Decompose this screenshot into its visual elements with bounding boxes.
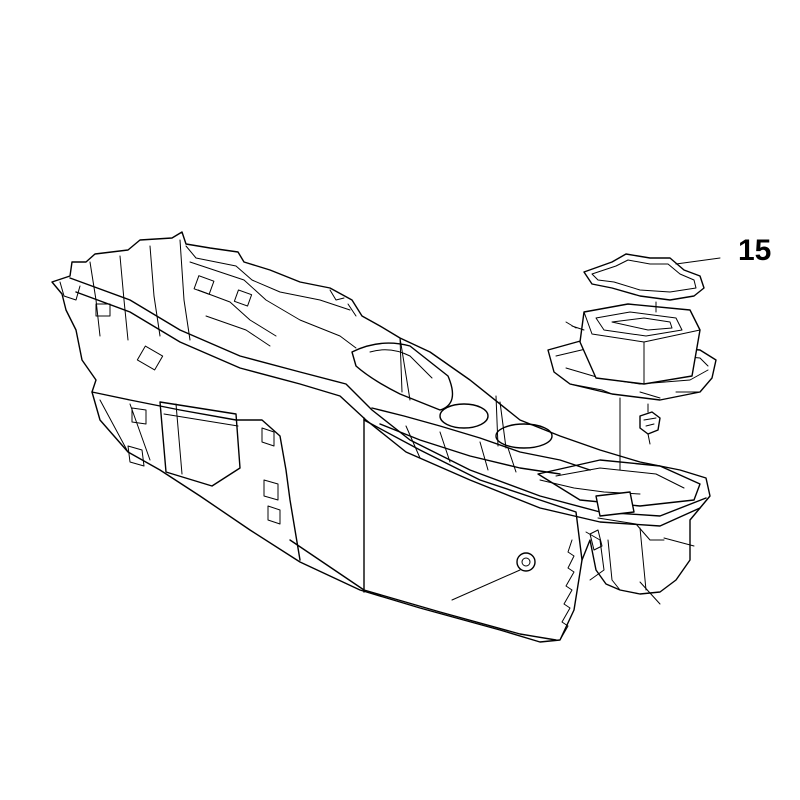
storage-tray-mat: [583, 253, 721, 301]
callout-number-15: 15: [738, 234, 772, 267]
center-console-body: [51, 231, 711, 643]
storage-tray: [547, 303, 717, 401]
callout-leader-line: [675, 257, 721, 265]
fastener-clip: [639, 411, 661, 445]
cup-holder-section: [351, 337, 641, 495]
assembly-guide-lines: [399, 301, 657, 471]
console-bin-opening: [537, 459, 701, 605]
